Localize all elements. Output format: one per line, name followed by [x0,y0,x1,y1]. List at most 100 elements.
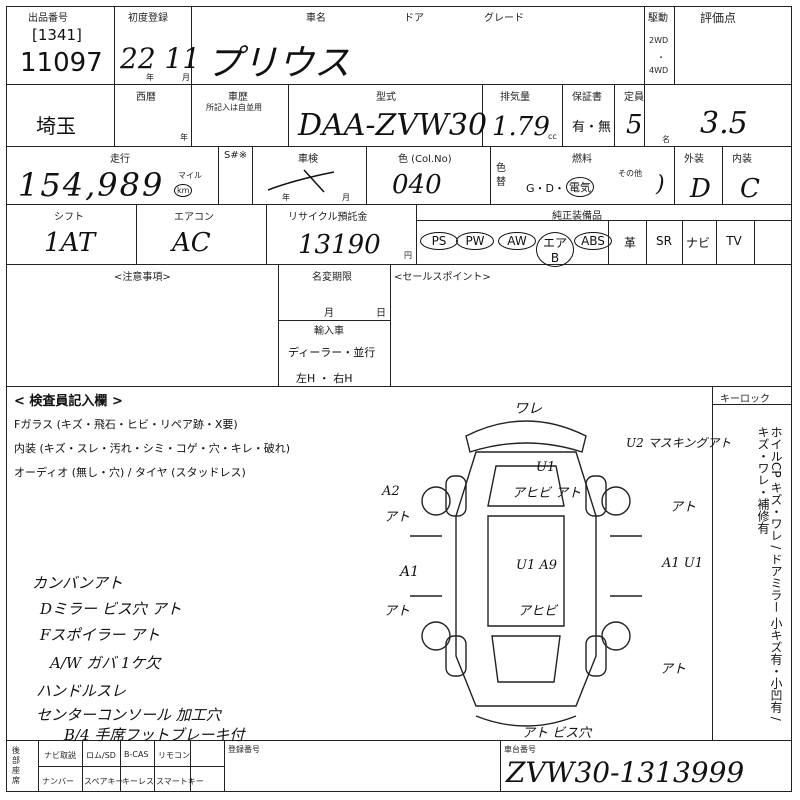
shift: 1AT [44,228,96,258]
exterior: D [690,174,711,204]
first-reg-label: 初度登録 [128,13,168,24]
mark-a1-right: A1 U1 [662,556,704,571]
equip-airbag: エアB [536,232,574,267]
color-no: 040 [392,170,442,200]
mile-label: マイル [178,171,202,180]
exterior-label: 外装 [684,154,704,165]
mark-bottom: アト ビス穴 [522,726,592,741]
lot-code: [1341] [32,26,82,44]
mileage-label: 走行 [110,154,130,165]
inspection-year: 年 [282,193,290,202]
grade-label: グレード [484,13,524,24]
reg-no-label: 登録番号 [228,745,260,754]
mark-ato-right1: アト [670,500,697,515]
inspection-label: 車検 [298,154,318,165]
fuel-hybrid: 電気 [566,177,594,197]
sales-point-label: <セールスポイント> [394,272,491,283]
shaken-note: 所記入は自並用 [206,103,262,112]
displacement: 1.79 [492,112,550,142]
remocon-label: リモコン [158,751,190,760]
fuel-other: その他 [618,169,642,178]
mark-rear: アヒビ [518,604,558,619]
recycle-label: リサイクル預託金 [288,212,368,223]
mark-ato-left2: アト [384,604,411,619]
side-text: ホイルCP キズ・ワレ / ドアミラー 小キズ有・小凹有 / キズ・ワレ・補修有 [756,426,783,721]
mark-u2-right: U2 マスキングアト [626,436,732,450]
drive-4wd: 4WD [649,66,669,75]
inspection-line2: 内装 (キズ・スレ・汚れ・シミ・コゲ・穴・キレ・破れ) [14,442,291,455]
grade-score: 3.5 [700,106,748,141]
handle: 左H ・ 右H [296,372,353,385]
mark-top: ワレ [514,401,542,417]
registration-label: 名変期限 [312,272,352,283]
warranty-value: 有・無 [572,120,612,135]
spare-key-label: スペアキー [84,777,124,786]
drive-label: 駆動 [648,13,668,24]
fuel-options: G・D・ [526,182,565,195]
keyless-label: キーロック [720,394,770,405]
equip-sr: SR [656,234,672,248]
car-diagram [410,420,642,727]
inspection-title: < 検査員記入欄 > [14,394,123,409]
mark-ato-right2: アト [660,662,687,677]
recycle: 13190 [298,230,381,260]
auction-sheet: 出品番号 [1341] 11097 初度登録 22 11 年 月 車名 ドア グ… [6,6,792,792]
inspection-line1: Fガラス (キズ・飛石・ヒビ・リペア跡・X要) [14,418,238,431]
smart-key-label: スマートキー [156,777,204,786]
displacement-label: 排気量 [500,92,530,103]
shaken-label: 車歴 [228,92,248,103]
note-4: A/W ガバ 1ケ欠 [50,654,161,672]
shift-label: シフト [54,212,84,223]
mark-roof: U1 A9 [516,558,558,573]
keyless-footer-label: キーレス [122,777,154,786]
note-3: Fスポイラー アト [40,626,161,644]
mark-u1-top: U1 [536,460,556,475]
aircon-label: エアコン [174,212,214,223]
rear-seat-label: 後部座席 [12,746,20,785]
note-2: Dミラー ビス穴 アト [40,600,182,618]
persons-unit: 名 [662,135,670,144]
equipment-label: 純正装備品 [552,211,602,222]
note-7: B/4 手席フットブレーキ付 [64,726,245,744]
equip-ps: PS [420,232,458,250]
equip-leather: 革 [623,236,636,250]
interior-label: 内装 [732,154,752,165]
rom-label: ロム/SD [86,751,116,760]
lot-no-label: 出品番号 [28,13,68,24]
aircon: AC [172,228,211,258]
western-label: 西暦 [136,92,156,103]
model-label: 型式 [376,92,396,103]
caution-label: <注意事項> [114,272,171,283]
reg-month: 月 [324,308,334,319]
chassis-number: ZVW30-1313999 [506,756,745,789]
mark-a2-left: A2 [382,484,400,499]
model: DAA-ZVW30 [298,108,488,143]
car-name-label: 車名 [306,13,326,24]
equip-aw: AW [498,232,536,250]
cc-unit: cc [548,132,557,141]
bcas-label: B-CAS [124,750,149,759]
import-label: 輸入車 [314,326,344,337]
chassis-label: 車台番号 [504,745,536,754]
equip-navi: ナビ [685,236,710,250]
fuel-label: 燃料 [572,154,592,165]
color-label: 色 (Col.No) [398,154,452,165]
region: 埼玉 [36,114,76,138]
s-label: S#※ [224,150,248,161]
number-label: ナンバー [42,777,74,786]
yen-unit: 円 [404,251,412,260]
year-unit: 年 [146,73,154,82]
lot-number: 11097 [20,48,103,78]
note-5: ハンドルスレ [36,682,127,700]
inspection-line3: オーディオ (無し・穴) / タイヤ (スタッドレス) [14,466,246,479]
door-label: ドア [404,13,424,24]
inspection-strike [267,169,335,193]
inspection-month: 月 [342,193,350,202]
year-char: 年 [180,133,188,142]
mark-a1-left: A1 [400,564,420,580]
mark-ato-left1: アト [384,510,411,525]
sheet-frame [6,6,792,792]
reg-day: 日 [376,308,386,319]
grade-score-label: 評価点 [700,11,737,25]
note-6: センターコンソール 加工穴 [36,706,221,724]
